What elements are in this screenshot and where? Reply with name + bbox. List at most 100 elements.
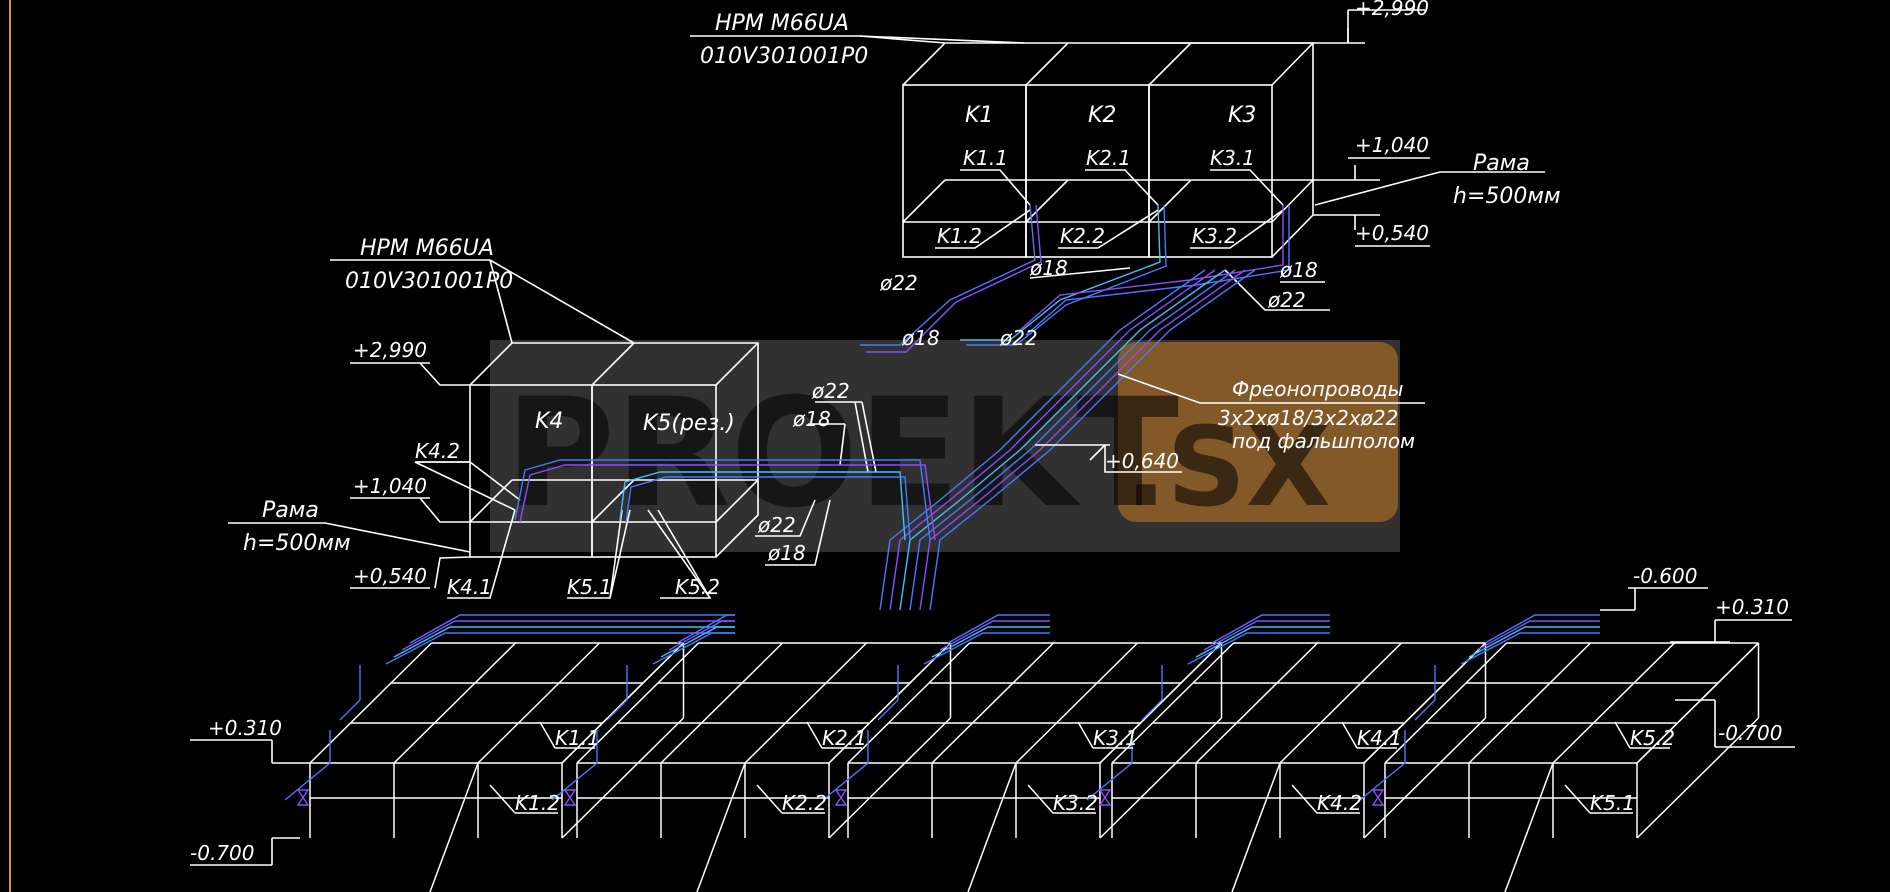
rack-base-edge — [1099, 717, 1223, 839]
rack-port-b-leader — [1027, 784, 1054, 814]
rack-port-b-leader — [1564, 784, 1591, 814]
rack-grid-col — [393, 642, 517, 764]
rack-pipe-2 — [1203, 620, 1330, 651]
rack-port-b: K3.2 — [1053, 791, 1098, 815]
left-pipe-label-4: ø18 — [767, 541, 806, 565]
module-k3: K3 — [1228, 103, 1256, 128]
rack-edge — [1636, 642, 1760, 764]
rack-grid-col — [660, 642, 784, 764]
rack-base-edge — [1636, 717, 1760, 839]
rack-drop-pipe-2 — [339, 665, 361, 721]
rack-pipe-4 — [1187, 632, 1330, 665]
module-k4: K4 — [535, 409, 563, 434]
rack-drop-pipe-2 — [1414, 665, 1436, 721]
rack-port-b: K2.2 — [782, 791, 827, 815]
rack-drop-pipe — [1359, 730, 1406, 801]
upper-pipes — [860, 204, 1290, 611]
rack-pipe-2 — [401, 620, 735, 651]
rack-valve — [834, 789, 848, 806]
rack-edge — [1363, 642, 1487, 764]
upper-pipe-label-3: ø18 — [1279, 258, 1318, 282]
port-k5-1: K5.1 — [567, 575, 612, 599]
rack-pipe-1 — [676, 614, 735, 644]
rack-port-b: K5.1 — [1590, 791, 1635, 815]
port-k4-2: K4.2 — [415, 439, 460, 463]
rack-grid-col — [931, 642, 1055, 764]
riser-note-line2: 3x2xø18/3x2xø22 — [1218, 406, 1398, 430]
rack-drop-pipe — [822, 730, 869, 801]
rack-pipe-3 — [660, 626, 735, 658]
port-k1-1: K1.1 — [963, 146, 1008, 170]
rack-port-b: K4.2 — [1317, 791, 1362, 815]
floor-level-left-bot: -0.700 — [190, 841, 254, 865]
rack-valve — [563, 789, 577, 806]
rack-pipe-3 — [1468, 626, 1600, 658]
rack-grid-col — [477, 642, 601, 764]
port-k5-2: K5.2 — [675, 575, 720, 599]
rack-base-edge — [828, 717, 952, 839]
rack-port-a-leader — [1077, 721, 1094, 749]
port-k2-2: K2.2 — [1060, 224, 1105, 248]
rack-diagonal — [429, 762, 479, 892]
port-k3-1: K3.1 — [1210, 146, 1255, 170]
rack-pipe-2 — [1476, 620, 1600, 651]
upper-level-bot: +0,540 — [1355, 221, 1429, 245]
rack-diagonal — [1231, 762, 1281, 892]
riser-note-line3: под фальшполом — [1232, 429, 1415, 453]
rack-drop-pipe — [551, 730, 598, 801]
rack-drop-pipe-2 — [1141, 665, 1163, 721]
riser-leaders — [1035, 373, 1425, 473]
rack-pipe-1 — [947, 614, 1050, 644]
floor-rack — [1359, 614, 1760, 892]
left-level-bot: +0,540 — [353, 564, 427, 588]
rack-port-b-leader — [1291, 784, 1318, 814]
rack-edge — [1099, 642, 1223, 764]
watermark-badge-text: .SX — [1125, 403, 1331, 531]
left-pipe-label-2: ø18 — [792, 407, 831, 431]
left-pipes — [514, 459, 936, 541]
upper-level-top: +2,990 — [1355, 0, 1429, 20]
rack-pipe-3 — [1195, 626, 1330, 658]
rack-valve — [296, 789, 310, 806]
rack-pipe-3 — [393, 626, 735, 658]
rack-drop-pipe — [284, 730, 331, 801]
rack-grid-col — [1552, 642, 1676, 764]
watermark: PROEKT .SX — [490, 340, 1400, 552]
upper-frame-label: Рама — [1473, 151, 1530, 176]
rack-port-a: K4.1 — [1357, 726, 1402, 750]
module-k5: K5(рез.) — [643, 411, 735, 436]
upper-pipe-label-1: ø22 — [879, 271, 918, 295]
rack-pipe-2 — [939, 620, 1050, 651]
rack-grid-col — [1015, 642, 1139, 764]
floor-level-leaders — [190, 587, 1795, 866]
floor-rack — [822, 614, 1223, 892]
upper-unit — [690, 9, 1545, 311]
rack-drop-pipe-2 — [606, 665, 628, 721]
left-unit-code: 010V301001P0 — [345, 269, 513, 294]
rack-port-a-leader — [1341, 721, 1358, 749]
rack-pipe-4 — [652, 632, 735, 665]
port-k4-1: K4.1 — [447, 575, 492, 599]
rack-port-b: K1.2 — [515, 791, 560, 815]
rack-pipe-4 — [385, 632, 735, 665]
rack-pipe-2 — [668, 620, 735, 651]
rack-diagonal — [696, 762, 746, 892]
rack-port-b-leader — [756, 784, 783, 814]
left-level-top: +2,990 — [353, 338, 427, 362]
upper-level-mid: +1,040 — [1355, 133, 1429, 157]
floor-rack — [551, 614, 952, 892]
rack-labels: K1.1K1.2K2.1K2.2K3.1K3.2K4.1K4.2K5.2K5.1 — [489, 721, 1675, 815]
rack-port-b-leader — [489, 784, 516, 814]
left-frame-height: h=500мм — [243, 531, 351, 556]
floor-rack — [284, 614, 735, 892]
labels: HPM M66UA 010V301001P0 +2,990 +1,040 +0,… — [190, 0, 1789, 865]
floor-level-right-3: -0.700 — [1718, 721, 1782, 745]
floor-level-left-top: +0.310 — [208, 716, 282, 740]
port-k3-2: K3.2 — [1192, 224, 1237, 248]
rack-port-a-leader — [539, 721, 556, 749]
upper-pipe-label-6: ø22 — [999, 326, 1038, 350]
floor-rack — [1086, 614, 1487, 892]
watermark-badge — [1118, 342, 1398, 522]
rack-port-a: K5.2 — [1630, 726, 1675, 750]
